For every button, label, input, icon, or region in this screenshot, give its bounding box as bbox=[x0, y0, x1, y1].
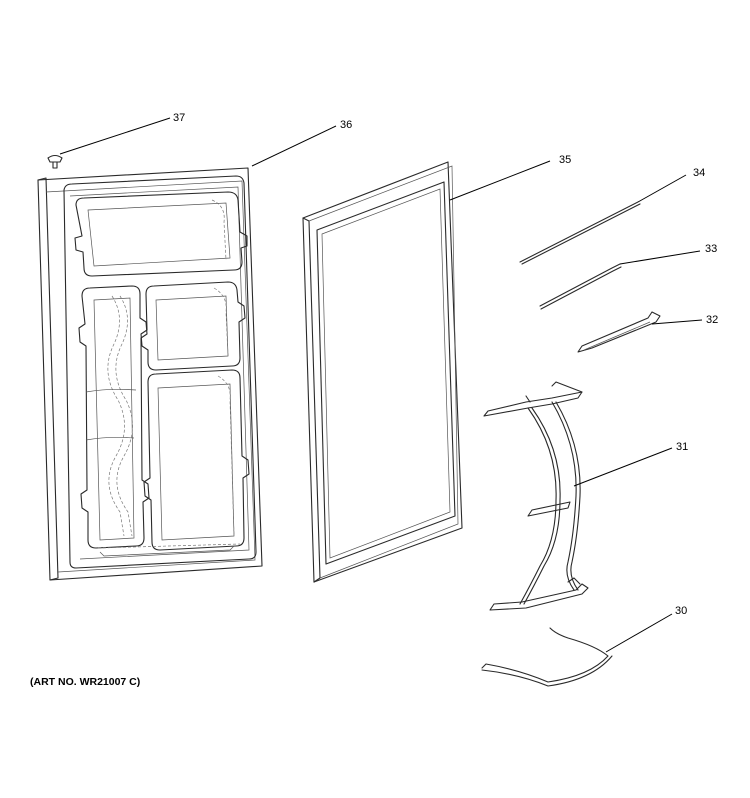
part-30-bottom-wire-rail bbox=[481, 627, 613, 687]
callout-37: 37 bbox=[173, 112, 185, 124]
callout-31: 31 bbox=[676, 441, 688, 453]
callout-30: 30 bbox=[675, 605, 687, 617]
part-34-rod bbox=[519, 201, 641, 265]
callout-labels: 37 36 35 34 33 32 31 30 bbox=[173, 112, 718, 617]
part-36-door-inner-panel bbox=[37, 167, 263, 581]
callout-32: 32 bbox=[706, 314, 718, 326]
art-number: (ART NO. WR21007 C) bbox=[30, 676, 140, 688]
callout-36: 36 bbox=[340, 119, 352, 131]
callout-35: 35 bbox=[559, 154, 571, 166]
part-37-screw bbox=[47, 154, 63, 169]
part-31-shelf-rail-assembly bbox=[483, 381, 589, 611]
callout-33: 33 bbox=[705, 243, 717, 255]
part-35-door-gasket bbox=[302, 161, 463, 583]
callout-34: 34 bbox=[693, 167, 705, 179]
leader-lines bbox=[59, 117, 703, 653]
part-32-wire-bracket bbox=[577, 311, 661, 353]
part-33-wire-rod bbox=[539, 263, 622, 310]
